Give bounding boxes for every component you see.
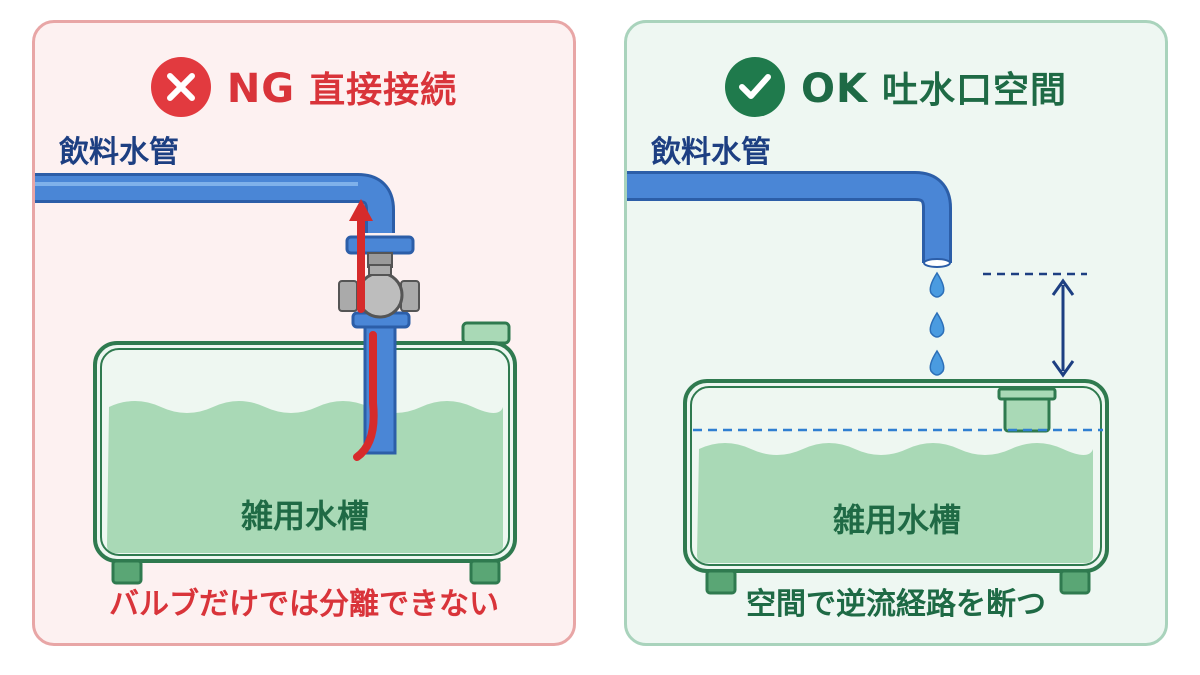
ng-backflow-arrow bbox=[353, 209, 378, 461]
ng-title: NG 直接接続 bbox=[227, 61, 457, 113]
ng-tag: NG bbox=[226, 66, 296, 112]
ok-title: OK 吐水口空間 bbox=[801, 61, 1067, 113]
ok-tank-label: 雑用水槽 bbox=[832, 501, 961, 539]
ok-diagram bbox=[627, 171, 1109, 595]
ok-tank bbox=[683, 379, 1109, 595]
ng-pipe-label: 飲料水管 bbox=[59, 135, 179, 170]
ng-heading: NG 直接接続 bbox=[35, 57, 573, 117]
ng-tank-label: 雑用水槽 bbox=[240, 497, 369, 535]
ok-heading: OK 吐水口空間 bbox=[627, 57, 1165, 117]
ng-caption: バルブだけでは分離できない bbox=[109, 587, 499, 622]
ok-air-gap-indicator bbox=[983, 272, 1087, 383]
ok-title-text: 吐水口空間 bbox=[881, 70, 1067, 111]
ok-tag: OK bbox=[800, 66, 868, 112]
ng-valve bbox=[338, 252, 420, 319]
ng-tank bbox=[93, 321, 517, 585]
cross-icon bbox=[150, 57, 211, 117]
ok-pipe-label: 飲料水管 bbox=[651, 135, 771, 170]
ng-diagram bbox=[35, 173, 517, 585]
check-icon bbox=[724, 57, 785, 117]
ok-water-drops bbox=[929, 271, 945, 376]
ok-caption: 空間で逆流経路を断つ bbox=[746, 587, 1046, 622]
ng-panel: NG 直接接続 飲料水管 bbox=[32, 20, 576, 646]
ng-title-text: 直接接続 bbox=[309, 70, 458, 111]
ok-panel: OK 吐水口空間 飲料水管 bbox=[624, 20, 1168, 646]
